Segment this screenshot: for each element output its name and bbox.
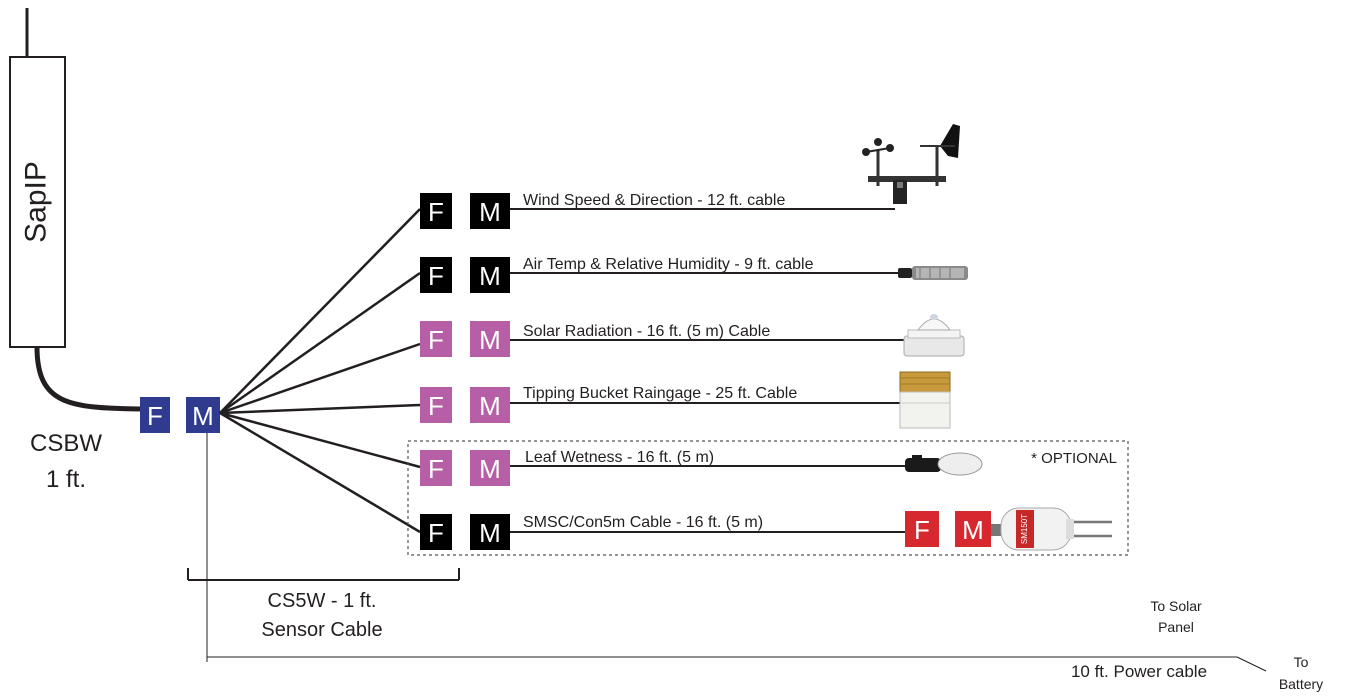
csbw-label-line1: CSBW [30, 430, 102, 457]
fanout-lines [219, 208, 421, 534]
soil-female-box [905, 511, 939, 547]
sensor-row-soil: F M SMSC/Con5m Cable - 16 ft. (5 m) F M … [420, 507, 1112, 551]
csbw-cable-line [34, 346, 141, 412]
sensor-female-label: F [428, 325, 444, 355]
sensor-label: Wind Speed & Direction - 12 ft. cable [523, 192, 785, 209]
optional-group-box [407, 440, 1129, 556]
sensor-label: SMSC/Con5m Cable - 16 ft. (5 m) [523, 514, 763, 531]
solar-label-line1: To Solar [1150, 598, 1202, 614]
rain-gauge-icon [899, 371, 951, 429]
power-cable-label: 10 ft. Power cable [1071, 662, 1207, 681]
sensor-male-label: M [479, 518, 501, 548]
sensor-female-box [420, 450, 452, 486]
sensor-male-box [470, 257, 510, 293]
sensor-label: Leaf Wetness - 16 ft. (5 m) [525, 449, 714, 466]
sensor-male-label: M [479, 261, 501, 291]
fanout-line-rain [219, 403, 421, 415]
sensor-male-label: M [479, 325, 501, 355]
fanout-line-airtemp [219, 271, 421, 415]
soil-male-box [955, 511, 991, 547]
power-cable [206, 433, 1267, 672]
sensor-female-label: F [428, 391, 444, 421]
hub-male-box [186, 397, 220, 433]
sensor-label: Tipping Bucket Raingage - 25 ft. Cable [523, 385, 797, 402]
soil-moisture-probe-icon: SM150T [991, 507, 1112, 551]
cs5w-label-line1: CS5W - 1 ft. [268, 590, 377, 612]
sensor-male-box [470, 321, 510, 357]
sensor-female-box [420, 321, 452, 357]
cs5w-label-line2: Sensor Cable [261, 619, 382, 641]
leaf-wetness-sensor-icon [905, 452, 983, 476]
sensor-label: Solar Radiation - 16 ft. (5 m) Cable [523, 323, 770, 340]
sensor-row-rain: F M Tipping Bucket Raingage - 25 ft. Cab… [420, 371, 951, 429]
battery-label-line1: To [1294, 654, 1309, 670]
sensor-row-leaf: F M Leaf Wetness - 16 ft. (5 m) [420, 449, 983, 486]
sensor-female-label: F [428, 261, 444, 291]
logger: SapIP [9, 8, 66, 348]
fanout-line-soil [219, 411, 421, 534]
csbw-label-line2: 1 ft. [46, 466, 86, 493]
fanout-line-solar [219, 342, 421, 415]
sensor-male-label: M [479, 197, 501, 227]
battery-label-line2: Battery [1279, 676, 1323, 692]
sensor-female-label: F [428, 197, 444, 227]
sensor-male-box [470, 450, 510, 486]
pyranometer-icon [903, 314, 965, 357]
sensor-female-box [420, 514, 452, 550]
sensor-male-label: M [479, 391, 501, 421]
sensor-male-label: M [479, 454, 501, 484]
sensor-row-wind: F M Wind Speed & Direction - 12 ft. cabl… [420, 124, 960, 229]
sensor-male-box [470, 387, 510, 423]
hub-female-label: F [147, 401, 163, 431]
sensor-female-box [420, 387, 452, 423]
sensor-female-label: F [428, 518, 444, 548]
fanout-line-leaf [219, 411, 421, 469]
sensor-row-solar: F M Solar Radiation - 16 ft. (5 m) Cable [420, 314, 965, 357]
sensor-label: Air Temp & Relative Humidity - 9 ft. cab… [523, 256, 814, 273]
sensor-male-box [470, 193, 510, 229]
temp-rh-probe-icon [898, 266, 968, 280]
sensor-male-box [470, 514, 510, 550]
sensor-female-box [420, 257, 452, 293]
sensor-female-label: F [428, 454, 444, 484]
optional-note: * OPTIONAL [1031, 450, 1117, 467]
hub-female-box [140, 397, 170, 433]
logger-name: SapIP [19, 161, 52, 243]
soil-male-label: M [962, 515, 984, 545]
anemometer-wind-vane-icon [862, 124, 960, 204]
sensor-female-box [420, 193, 452, 229]
probe-text: SM150T [1020, 514, 1029, 544]
hub-male-label: M [192, 401, 214, 431]
fanout-line-wind [219, 208, 421, 414]
hub-connector: F M [140, 397, 220, 433]
soil-female-label: F [914, 515, 930, 545]
sensor-row-airtemp: F M Air Temp & Relative Humidity - 9 ft.… [420, 256, 968, 293]
power-cable-split [1236, 656, 1267, 672]
solar-label-line2: Panel [1158, 619, 1194, 635]
cs5w-bracket [187, 568, 460, 581]
